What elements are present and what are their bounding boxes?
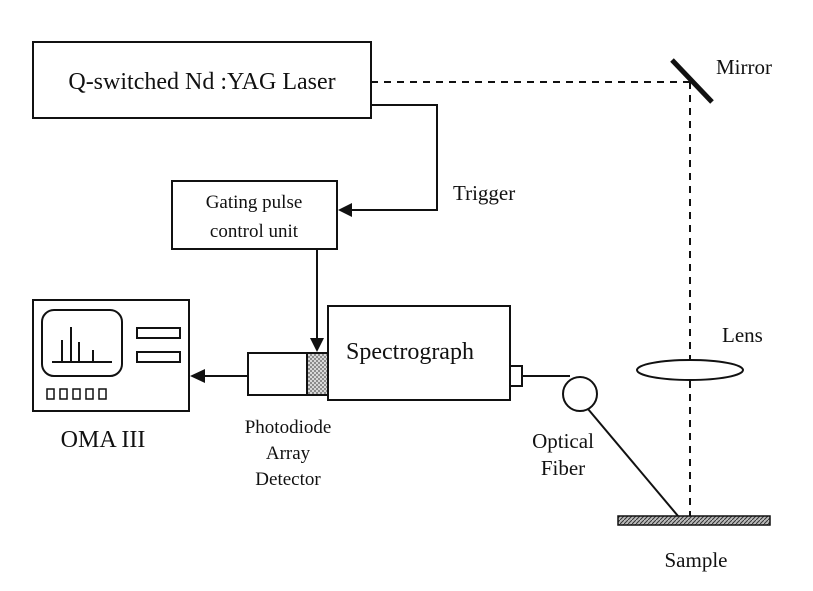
oma-arrowhead	[190, 369, 205, 383]
fiber-coil	[562, 376, 598, 412]
laser-box	[32, 41, 372, 119]
gating-unit-box	[171, 180, 338, 250]
oma-screen	[41, 309, 123, 377]
fiber-to-sample	[587, 408, 679, 517]
trigger-arrowhead	[338, 203, 352, 217]
oma-buttons	[46, 388, 107, 400]
fiber-label-line1: Optical	[532, 429, 594, 453]
oma-spectrum-trace	[52, 327, 112, 363]
photodiode-array	[306, 352, 329, 396]
detector-label-line3: Detector	[255, 469, 321, 490]
mirror-label: Mirror	[716, 55, 772, 79]
oma-panel-slot-1	[136, 327, 181, 339]
gating-arrowhead	[310, 338, 324, 352]
lens-label: Lens	[722, 323, 763, 347]
spectrograph-box	[327, 305, 511, 401]
laser-label: Q-switched Nd :YAG Laser	[68, 69, 335, 95]
fiber-connector	[509, 365, 523, 387]
detector-label-line1: Photodiode	[245, 417, 332, 438]
lens	[636, 359, 744, 381]
oma-label: OMA III	[61, 427, 146, 453]
gating-label-line1: Gating pulse	[206, 192, 303, 213]
spectrograph-label: Spectrograph	[346, 339, 474, 365]
trigger-label: Trigger	[453, 181, 515, 205]
sample-label: Sample	[665, 548, 728, 572]
fiber-label-line2: Fiber	[541, 456, 585, 480]
trigger-line	[350, 104, 438, 211]
oma-panel-slot-2	[136, 351, 181, 363]
detector-label-line2: Array	[266, 443, 311, 464]
gating-label-line2: control unit	[210, 221, 299, 242]
mirror	[670, 58, 714, 104]
sample-plate	[617, 515, 771, 526]
